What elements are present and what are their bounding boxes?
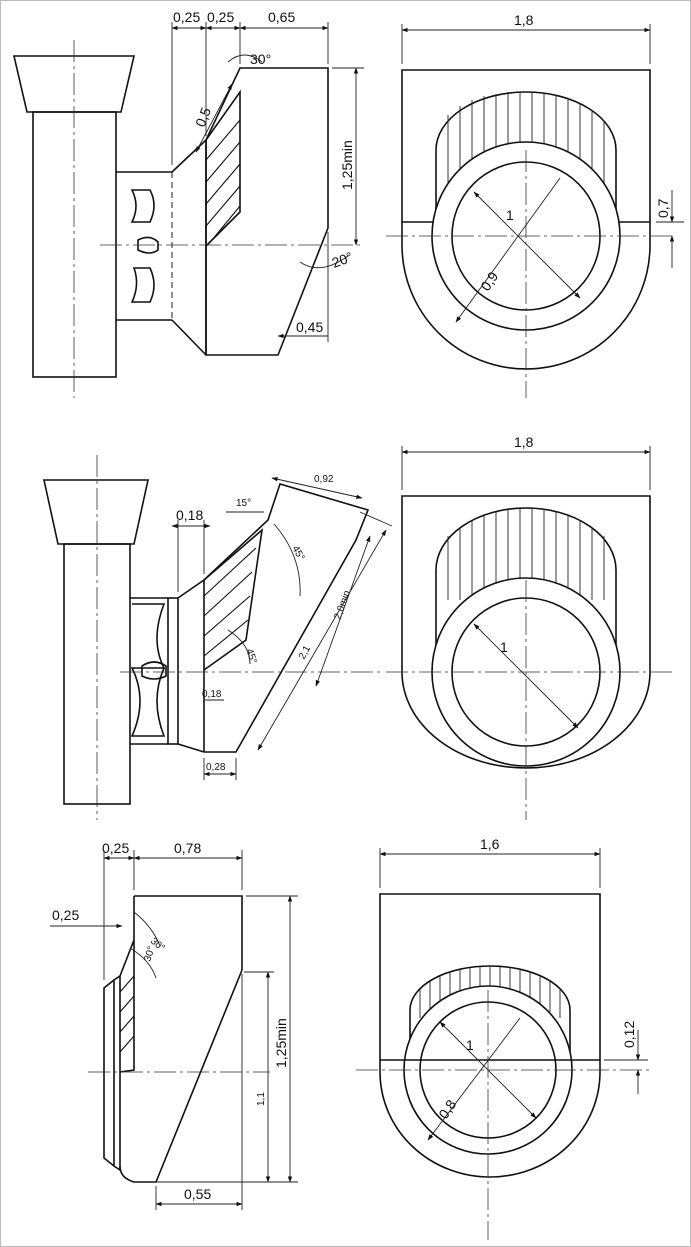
angle-label: 20° <box>330 249 355 271</box>
dim-label: 0,12 <box>621 1021 637 1048</box>
electrode-body-1 <box>32 111 117 378</box>
dim-label: 0,7 <box>655 198 671 218</box>
dim-label: 1,8 <box>514 12 534 28</box>
blade-lower-1 <box>130 267 155 303</box>
dim-label: 1,1 <box>256 1092 267 1106</box>
blade-upper-1 <box>130 189 155 223</box>
tip-outline-1 <box>205 67 329 356</box>
dim-label: 0,25 <box>52 907 79 923</box>
dim-label: 1 <box>506 207 514 223</box>
side-view-1: 0,25 0,25 0,65 0,5 30° 1,25min 20° 0,45 <box>12 9 364 398</box>
angle-label: 45° <box>289 544 306 563</box>
tip-outline-3 <box>203 483 370 753</box>
dim-label: 0,65 <box>268 9 295 25</box>
dim-label: 1,25min <box>273 1018 289 1068</box>
dim-label: 0,55 <box>184 1186 211 1202</box>
side-view-5: 0,25 0,78 0,25 30° 30° 1,25min 1,1 0,55 <box>50 840 298 1210</box>
end-view-2: 1 0,9 1,8 0,7 <box>386 12 684 398</box>
angle-label: 30° <box>250 51 271 67</box>
end-view-4: 1 1,8 <box>386 434 672 820</box>
blade-center-3 <box>130 603 166 737</box>
dim-label: 0,92 <box>314 474 334 485</box>
dim-label: 1,8 <box>514 434 534 450</box>
dim-label: 1,6 <box>480 836 500 852</box>
dim-label: 1 <box>466 1037 474 1053</box>
blade-center-1 <box>137 236 159 254</box>
dim-label: 0,5 <box>192 105 214 129</box>
dim-label: 0,18 <box>202 689 222 700</box>
dim-label: 0,28 <box>206 762 226 773</box>
tip-face-outline-6 <box>379 893 601 1178</box>
dim-label: 1 <box>500 639 508 655</box>
angle-label: 45° <box>243 647 259 665</box>
ruling-lines-4 <box>447 509 605 600</box>
dim-label: 0,25 <box>207 9 234 25</box>
dim-label: 0,45 <box>296 319 323 335</box>
angle-label: 30° <box>142 945 157 963</box>
end-view-6: 1 0,8 1,6 0,12 <box>356 836 650 1240</box>
dim-label: 0,18 <box>176 507 203 523</box>
tip-face-outline-2 <box>401 69 651 370</box>
electrode-funnel-1 <box>12 55 136 113</box>
dim-label: 1,25min <box>339 140 355 190</box>
tip-outline-5 <box>119 895 243 1183</box>
dim-label: 0,25 <box>102 840 129 856</box>
angle-label: 15° <box>236 498 251 509</box>
dim-label: 0,25 <box>173 9 200 25</box>
nozzle-plate-5 <box>103 978 115 1168</box>
tip-face-outline-4 <box>401 495 651 769</box>
side-view-3: 0,18 15° 0,92 45° 2,0min 2,1 45° 0,18 0,… <box>43 455 393 820</box>
dim-label: 0,78 <box>174 840 201 856</box>
electrode-funnel-3 <box>43 479 149 545</box>
